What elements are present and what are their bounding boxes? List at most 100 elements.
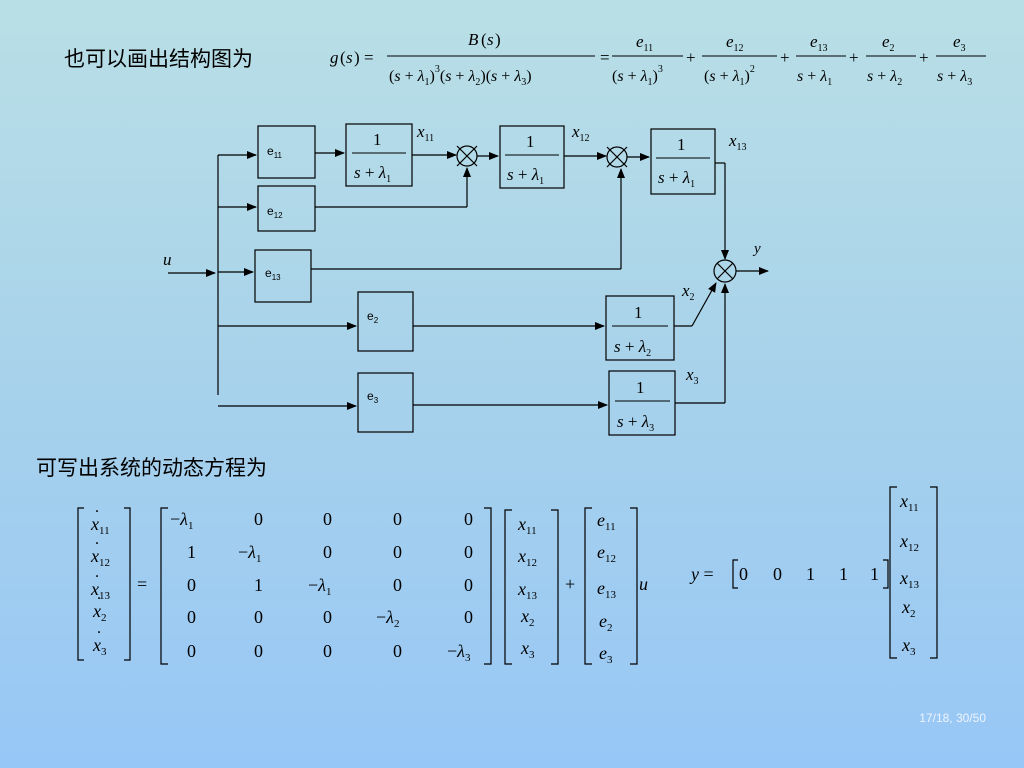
- gain-block-e11: [257, 125, 316, 179]
- svg-text:s + λ2: s + λ2: [614, 337, 651, 359]
- svg-text:0: 0: [393, 542, 402, 562]
- svg-text:x12: x12: [517, 546, 537, 569]
- svg-text:0: 0: [464, 607, 473, 627]
- svg-text:0: 0: [393, 641, 402, 661]
- state-equation-heading: 可写出系统的动态方程为: [36, 456, 267, 480]
- svg-text:x2: x2: [520, 606, 535, 629]
- svg-text:+: +: [565, 574, 575, 594]
- gain-block-e13: [254, 249, 312, 303]
- signal-label-x2: x2: [681, 281, 695, 303]
- block-diagram: [168, 123, 769, 436]
- signal-label-x11: x11: [416, 122, 434, 144]
- integrator-tf-x13: 1 s + λ1: [656, 135, 710, 190]
- svg-text:0: 0: [773, 564, 782, 584]
- integrator-tf-x3: 1 s + λ3: [615, 378, 670, 434]
- svg-text:0: 0: [254, 607, 263, 627]
- svg-text:˙: ˙: [96, 627, 102, 647]
- signal-label-x13: x13: [728, 131, 747, 153]
- svg-text:1: 1: [526, 132, 535, 151]
- svg-text:x12: x12: [90, 546, 110, 569]
- structure-diagram-heading: 也可以画出结构图为: [64, 47, 253, 71]
- integrator-tf-x2: 1 s + λ2: [612, 303, 668, 359]
- svg-text:(s + λ1)3: (s + λ1)3: [612, 64, 663, 88]
- gain-block-e3: [357, 372, 414, 433]
- svg-text:e13: e13: [810, 32, 828, 54]
- svg-text:e2: e2: [882, 32, 895, 54]
- tf-term-e13: e13 s + λ1: [796, 32, 846, 88]
- svg-text:1: 1: [373, 130, 382, 149]
- gain-label-e11: e11: [267, 144, 283, 160]
- svg-text:0: 0: [254, 509, 263, 529]
- svg-text:0: 0: [739, 564, 748, 584]
- output-x-vector: x11 x12 x13 x2 x3: [889, 486, 938, 659]
- svg-text:1: 1: [254, 575, 263, 595]
- tf-term-e2: e2 s + λ2: [866, 32, 916, 88]
- svg-text:e3: e3: [599, 643, 613, 666]
- tf-lhs: g: [330, 48, 339, 67]
- svg-text:0: 0: [323, 607, 332, 627]
- state-equation-input: u: [639, 574, 648, 594]
- svg-text:): ): [495, 30, 501, 49]
- svg-text:s + λ1: s + λ1: [658, 168, 695, 190]
- gain-block-e2: [357, 291, 414, 352]
- tf-term-e11: e11 (s + λ1)3: [612, 32, 683, 88]
- svg-text:y =: y =: [689, 564, 714, 584]
- svg-text:˙: ˙: [94, 506, 100, 526]
- svg-text:s + λ1: s + λ1: [797, 68, 832, 88]
- svg-text:0: 0: [393, 509, 402, 529]
- svg-text:1: 1: [870, 564, 879, 584]
- gain-block-e12: [257, 185, 316, 232]
- svg-text:x11: x11: [899, 491, 919, 514]
- svg-text:=: =: [137, 574, 147, 594]
- svg-text:−λ1: −λ1: [170, 509, 193, 532]
- svg-text:0: 0: [323, 641, 332, 661]
- output-label: y: [752, 241, 761, 257]
- gain-label-e3: e3: [367, 389, 379, 405]
- svg-text:e11: e11: [636, 32, 653, 54]
- transfer-function-equation: g (s) = B (s) (s + λ1)3(s + λ2)(s + λ3) …: [330, 30, 986, 88]
- svg-text:e13: e13: [597, 578, 617, 601]
- svg-text:+: +: [686, 48, 696, 67]
- svg-text:(s + λ1)2: (s + λ1)2: [704, 64, 755, 88]
- svg-text:x13: x13: [517, 579, 538, 602]
- svg-text:x13: x13: [899, 568, 920, 591]
- svg-text:−λ3: −λ3: [447, 641, 471, 664]
- integrator-block-x2: [605, 295, 675, 361]
- svg-text:e2: e2: [599, 611, 613, 634]
- svg-text:(: (: [340, 48, 346, 67]
- svg-text:1: 1: [806, 564, 815, 584]
- integrator-tf-x11: 1 s + λ1: [352, 130, 406, 185]
- svg-text:1: 1: [677, 135, 686, 154]
- svg-text:x3: x3: [901, 635, 916, 658]
- svg-text:0: 0: [323, 542, 332, 562]
- svg-text:˙: ˙: [96, 593, 102, 613]
- svg-text:e3: e3: [953, 32, 966, 54]
- signal-label-x3: x3: [685, 365, 699, 387]
- svg-text:−λ1: −λ1: [238, 542, 261, 565]
- svg-text:0: 0: [187, 575, 196, 595]
- svg-text:x2: x2: [901, 597, 916, 620]
- svg-text:−λ2: −λ2: [376, 607, 399, 630]
- svg-text:s: s: [346, 48, 353, 67]
- svg-text:0: 0: [464, 509, 473, 529]
- svg-text:0: 0: [187, 641, 196, 661]
- svg-text:(: (: [481, 30, 487, 49]
- signal-label-x12: x12: [571, 122, 590, 144]
- svg-text:˙: ˙: [94, 538, 100, 558]
- svg-text:0: 0: [464, 542, 473, 562]
- page-indicator: 17/18, 30/50: [919, 711, 986, 725]
- svg-text:x3: x3: [520, 638, 535, 661]
- tf-numerator: B: [468, 30, 479, 49]
- svg-text:+: +: [780, 48, 790, 67]
- svg-text:e11: e11: [597, 510, 616, 533]
- svg-text:s: s: [487, 30, 494, 49]
- tf-denominator: (s + λ1)3(s + λ2)(s + λ3): [389, 64, 532, 88]
- svg-text:e12: e12: [726, 32, 744, 54]
- svg-text:e12: e12: [597, 542, 616, 565]
- integrator-tf-x12: 1 s + λ1: [505, 132, 559, 187]
- svg-text:−λ1: −λ1: [308, 575, 331, 598]
- svg-text:1: 1: [634, 303, 643, 322]
